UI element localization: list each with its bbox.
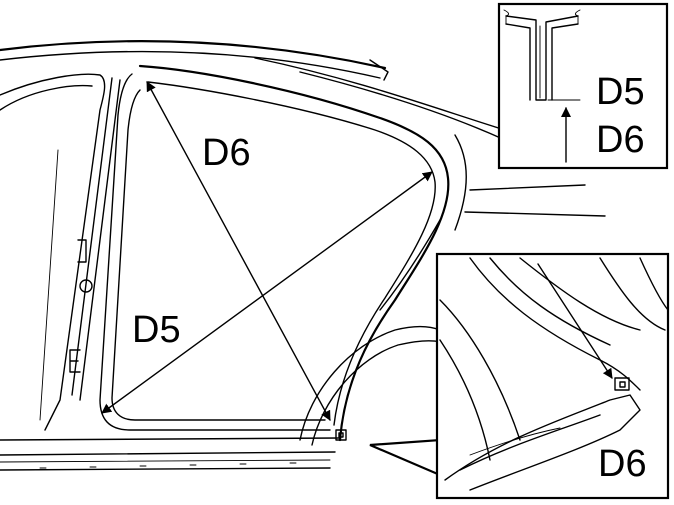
d5-label-main: D5	[132, 309, 181, 351]
d6-label-main: D6	[202, 132, 251, 174]
hinge-mark-lower	[69, 349, 81, 373]
b-pillar	[0, 73, 106, 431]
d5-measurement-line	[101, 171, 433, 414]
wheel-arch	[299, 325, 441, 441]
hinge-mark-upper	[77, 239, 87, 263]
detail-bracket	[614, 377, 630, 391]
detail-d6-arrow	[537, 263, 613, 379]
sill	[0, 437, 341, 441]
quarter-window-frame	[138, 64, 450, 442]
detail-d6-label: D6	[598, 443, 647, 485]
detail-inset: D6	[369, 252, 670, 500]
measure-point-bracket	[335, 429, 347, 441]
hinge-pin	[79, 279, 93, 293]
section-d6-label: D6	[596, 119, 645, 161]
section-d5-label: D5	[596, 71, 645, 113]
roof-outer-edge	[0, 40, 387, 70]
section-inset: D5 D6	[497, 2, 669, 170]
rear-window-edge	[254, 57, 506, 131]
